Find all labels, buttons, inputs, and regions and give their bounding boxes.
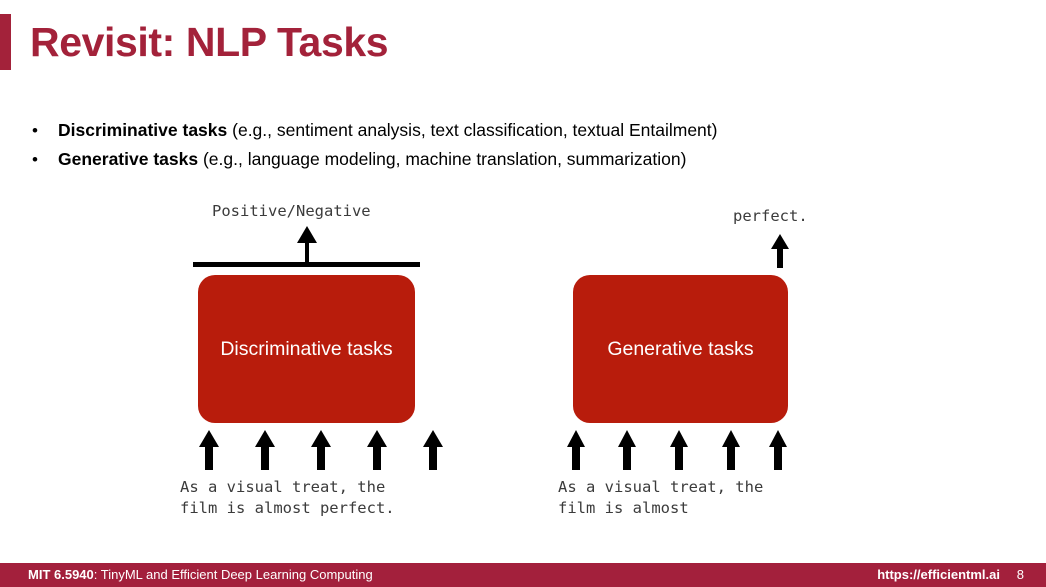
title-accent-bar — [0, 14, 11, 70]
bullet-marker-icon: • — [32, 121, 38, 140]
left-task-box-label: Discriminative tasks — [220, 337, 393, 360]
list-item: • Discriminative tasks (e.g., sentiment … — [32, 116, 1012, 145]
right-input-line-2: film is almost — [558, 499, 689, 517]
bullet-list: • Discriminative tasks (e.g., sentiment … — [32, 116, 1012, 174]
right-output-arrow-icon — [769, 234, 791, 268]
footer-course-code: MIT 6.5940 — [28, 567, 94, 582]
bullet-marker-icon: • — [32, 150, 38, 169]
left-input-line-2: film is almost perfect. — [180, 499, 395, 517]
left-task-box: Discriminative tasks — [198, 275, 415, 423]
right-output-label: perfect. — [733, 207, 808, 225]
page-title: Revisit: NLP Tasks — [30, 19, 389, 65]
bullet-rest-text: (e.g., language modeling, machine transl… — [198, 149, 687, 169]
right-task-box-label: Generative tasks — [607, 337, 754, 360]
right-input-line-1: As a visual treat, the — [558, 478, 764, 496]
left-output-arrow-icon — [295, 226, 319, 266]
footer-bar — [0, 563, 1046, 587]
footer-url-link[interactable]: https://efficientml.ai — [877, 567, 1000, 582]
left-input-line-1: As a visual treat, the — [180, 478, 386, 496]
footer-page-number: 8 — [1016, 567, 1024, 582]
footer-course-name: : TinyML and Efficient Deep Learning Com… — [93, 567, 373, 582]
list-item: • Generative tasks (e.g., language model… — [32, 145, 1012, 174]
left-output-label: Positive/Negative — [212, 202, 371, 220]
right-task-box: Generative tasks — [573, 275, 788, 423]
left-output-bar — [193, 262, 420, 267]
right-input-arrows-icon — [565, 430, 787, 470]
footer-course-text: MIT 6.5940: TinyML and Efficient Deep Le… — [28, 566, 373, 584]
bullet-rest-text: (e.g., sentiment analysis, text classifi… — [227, 120, 718, 140]
bullet-lead-text: Generative tasks — [58, 149, 199, 169]
left-input-arrows-icon — [197, 430, 443, 470]
bullet-lead-text: Discriminative tasks — [58, 120, 228, 140]
